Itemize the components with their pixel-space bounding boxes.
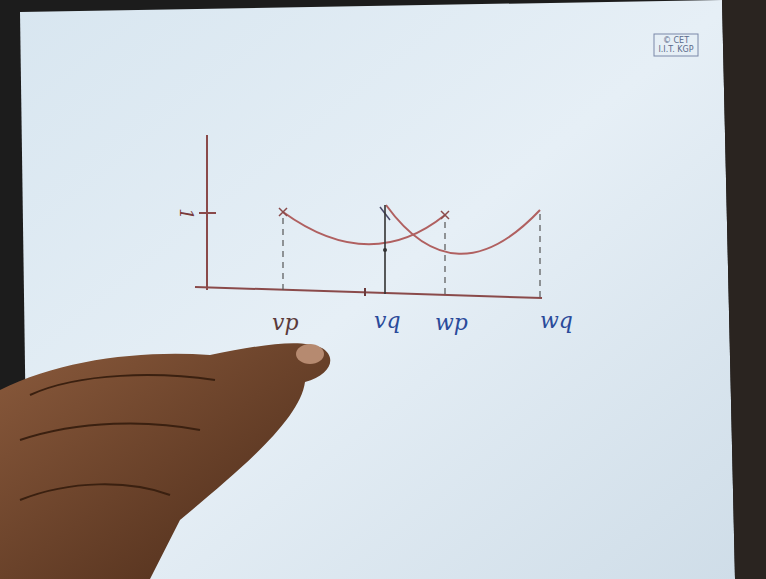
axis-label: vq (374, 310, 401, 332)
axis-label: wp (435, 312, 468, 334)
watermark: I.I.T. KGP (656, 46, 696, 55)
axis-label: wq (540, 310, 573, 332)
axis-tick-label: 1 (177, 208, 195, 219)
watermark: © CET (656, 37, 696, 46)
axis-label: vp (272, 312, 299, 334)
